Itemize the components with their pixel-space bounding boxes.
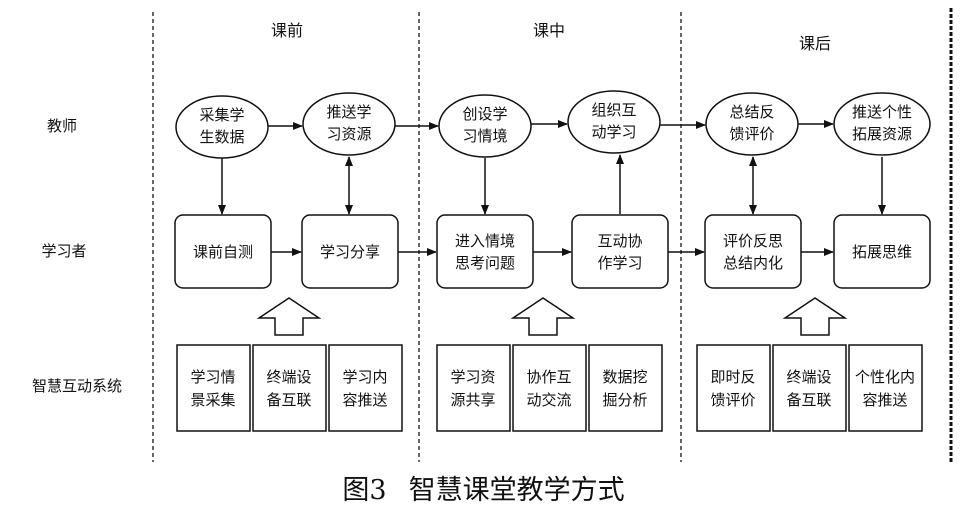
row-label-teacher: 教师 — [47, 117, 77, 135]
system-box-collab-exchange — [512, 344, 587, 432]
system-box-collab-exchange-label: 协作互动交流 — [526, 368, 571, 409]
teacher-node-summarize-feedback-label: 总结反馈评价 — [729, 103, 774, 143]
learner-node-enter-situation — [436, 214, 534, 289]
learner-node-pretest-label: 课前自测 — [193, 243, 253, 261]
support-arrow-before — [256, 297, 322, 336]
teacher-node-push-resources-label: 推送学习资源 — [326, 103, 371, 143]
figure-title: 智慧课堂教学方式 — [408, 475, 625, 506]
system-box-resource-share — [436, 344, 511, 432]
system-box-device-link-2-label: 终端设备互联 — [786, 368, 831, 409]
system-box-scene-capture-label: 学习情景采集 — [190, 368, 235, 409]
learner-node-extend-thinking — [833, 214, 931, 289]
system-box-scene-capture — [176, 344, 251, 432]
learner-node-collaborate — [571, 214, 669, 289]
learner-node-enter-situation-label: 进入情境思考问题 — [455, 232, 515, 272]
teacher-node-create-situation-label: 创设学习情境 — [462, 105, 507, 145]
phase-during: 课中 — [533, 21, 565, 40]
learner-node-share-label: 学习分享 — [320, 243, 380, 261]
system-box-instant-feedback — [696, 344, 771, 432]
system-box-device-link-2 — [772, 344, 847, 432]
learner-node-reflect — [704, 214, 802, 289]
figure-caption: 图3 智慧课堂教学方式 — [0, 468, 967, 507]
teacher-node-organize-interaction-label: 组织互动学习 — [591, 101, 636, 141]
system-box-data-mining — [588, 344, 663, 432]
system-box-device-link-1-label: 终端设备互联 — [266, 368, 311, 409]
teacher-node-push-extension — [833, 92, 931, 156]
figure-number: 图3 — [342, 475, 387, 506]
system-box-content-push-label: 学习内容推送 — [342, 368, 387, 409]
system-box-content-push — [328, 344, 403, 432]
learner-node-collaborate-label: 互动协作学习 — [597, 232, 642, 272]
teaching-mode-diagram: 课前 课中 课后 教师 学习者 智慧互动系统 采集学生数据 推送学习资源 创设学… — [32, 8, 953, 462]
teacher-node-organize-interaction — [567, 90, 661, 154]
teacher-node-collect-data-label: 采集学生数据 — [199, 106, 244, 146]
system-box-personal-push — [848, 344, 923, 432]
phase-after: 课后 — [799, 34, 831, 53]
teacher-node-push-extension-label: 推送个性拓展资源 — [852, 103, 912, 143]
support-arrow-after — [782, 297, 848, 336]
phase-before: 课前 — [271, 21, 303, 40]
row-label-system: 智慧互动系统 — [32, 377, 122, 395]
system-box-resource-share-label: 学习资源共享 — [450, 368, 495, 409]
system-box-device-link-1 — [252, 344, 327, 432]
support-arrow-during — [510, 297, 576, 336]
system-box-personal-push-label: 个性化内容推送 — [855, 368, 915, 409]
learner-node-reflect-label: 评价反思总结内化 — [723, 232, 783, 272]
teacher-node-push-resources — [302, 92, 396, 156]
learner-node-extend-thinking-label: 拓展思维 — [852, 243, 912, 261]
teacher-node-create-situation — [438, 94, 532, 158]
system-box-data-mining-label: 数据挖掘分析 — [602, 368, 647, 409]
system-box-instant-feedback-label: 即时反馈评价 — [710, 368, 755, 409]
row-label-learner: 学习者 — [41, 242, 86, 260]
